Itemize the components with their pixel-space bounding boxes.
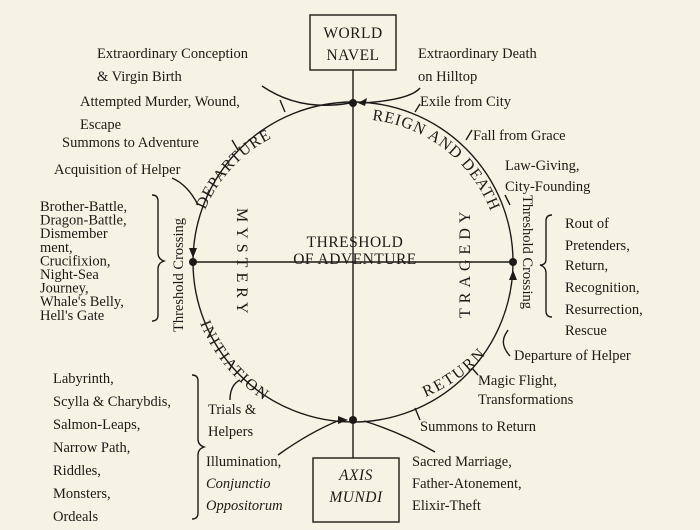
magic-flight-label: Transformations	[478, 392, 574, 408]
arrow-left-icon	[358, 98, 367, 106]
exile-label: Exile from City	[420, 94, 512, 110]
axis-mundi-box	[312, 457, 400, 523]
marriage-label: Sacred Marriage,	[412, 454, 512, 470]
departure-helper-label: Departure of Helper	[514, 348, 631, 364]
battles-item: Crucifixion,	[40, 253, 110, 269]
node-bottom	[349, 416, 357, 424]
rout-item: Rescue	[565, 323, 607, 339]
death-label: Extraordinary Death	[418, 46, 538, 62]
conception-label: & Virgin Birth	[97, 69, 183, 85]
trials-label: Trials &	[208, 402, 257, 418]
fall-label: Fall from Grace	[473, 128, 566, 144]
battles-item: Dragon-Battle,	[40, 213, 127, 229]
battles-item: Dismember	[40, 226, 108, 242]
rout-item: Return,	[565, 258, 608, 274]
initiation-arc-label: INITIATION	[196, 318, 272, 404]
arrow-down-icon	[189, 248, 197, 258]
trials-label: Helpers	[208, 424, 253, 440]
braces	[151, 194, 553, 520]
labyrinth-item: Narrow Path,	[53, 440, 130, 456]
arrow-right-icon	[338, 416, 348, 424]
battles-item: Night-Sea	[40, 267, 99, 283]
departure-arc-label: DEPARTURE	[193, 126, 274, 212]
conception-label: Extraordinary Conception	[97, 46, 249, 62]
rout-brace	[539, 214, 553, 318]
helper-label: Acquisition of Helper	[54, 162, 181, 178]
mystery-label: MYSTERY	[233, 208, 250, 319]
battles-item: Whale's Belly,	[40, 294, 124, 310]
mundi-label: MUNDI	[328, 489, 383, 506]
world-label: WORLD	[323, 25, 382, 42]
labyrinth-item: Scylla & Charybdis,	[53, 394, 171, 410]
labyrinth-item: Labyrinth,	[53, 371, 114, 387]
illumination-label: Conjunctio	[206, 476, 270, 492]
arrow-up-icon	[509, 270, 517, 280]
lawgiving-label: City-Founding	[505, 179, 590, 195]
left-threshold-crossing: Threshold Crossing	[171, 218, 187, 332]
labyrinth-item: Ordeals	[53, 509, 98, 525]
battles-item: ment,	[40, 240, 73, 256]
arrowheads	[189, 98, 517, 424]
death-label: on Hilltop	[418, 69, 477, 85]
battles-item: Brother-Battle,	[40, 199, 127, 215]
murder-label: Attempted Murder, Wound,	[80, 94, 240, 110]
labyrinth-brace	[191, 374, 207, 520]
labyrinth-item: Riddles,	[53, 463, 101, 479]
connectors	[171, 85, 511, 456]
node-right	[509, 258, 517, 266]
labyrinth-item: Salmon-Leaps,	[53, 417, 140, 433]
illumination-label: Oppositorum	[206, 498, 283, 514]
of-adventure-label: OF ADVENTURE	[293, 251, 417, 268]
rout-item: Resurrection,	[565, 302, 643, 318]
rout-item: Rout of	[565, 216, 609, 232]
labyrinth-item: Monsters,	[53, 486, 111, 502]
battles-item: Hell's Gate	[40, 308, 104, 324]
right-threshold-crossing: Threshold Crossing	[519, 195, 535, 309]
battles-brace	[151, 194, 167, 322]
illumination-label: Illumination,	[206, 454, 281, 470]
nodes	[189, 99, 517, 424]
navel-label: NAVEL	[326, 47, 379, 64]
reign-arc-label: REIGN AND DEATH	[371, 107, 503, 214]
threshold-label: THRESHOLD	[307, 234, 404, 251]
labels: Extraordinary Conception & Virgin Birth …	[40, 46, 643, 525]
summons-label: Summons to Adventure	[62, 135, 199, 151]
node-left	[189, 258, 197, 266]
magic-flight-label: Magic Flight,	[478, 373, 557, 389]
marriage-label: Elixir-Theft	[412, 498, 481, 514]
world-navel-box	[309, 14, 397, 71]
murder-label: Escape	[80, 117, 121, 133]
marriage-label: Father-Atonement,	[412, 476, 522, 492]
tragedy-label: TRAGEDY	[457, 207, 474, 318]
rout-item: Recognition,	[565, 280, 640, 296]
summons-return-label: Summons to Return	[420, 419, 537, 435]
rout-item: Pretenders,	[565, 238, 630, 254]
axis-label: AXIS	[338, 467, 373, 484]
battles-item: Journey,	[40, 281, 89, 297]
node-top	[349, 99, 357, 107]
lawgiving-label: Law-Giving,	[505, 158, 580, 174]
